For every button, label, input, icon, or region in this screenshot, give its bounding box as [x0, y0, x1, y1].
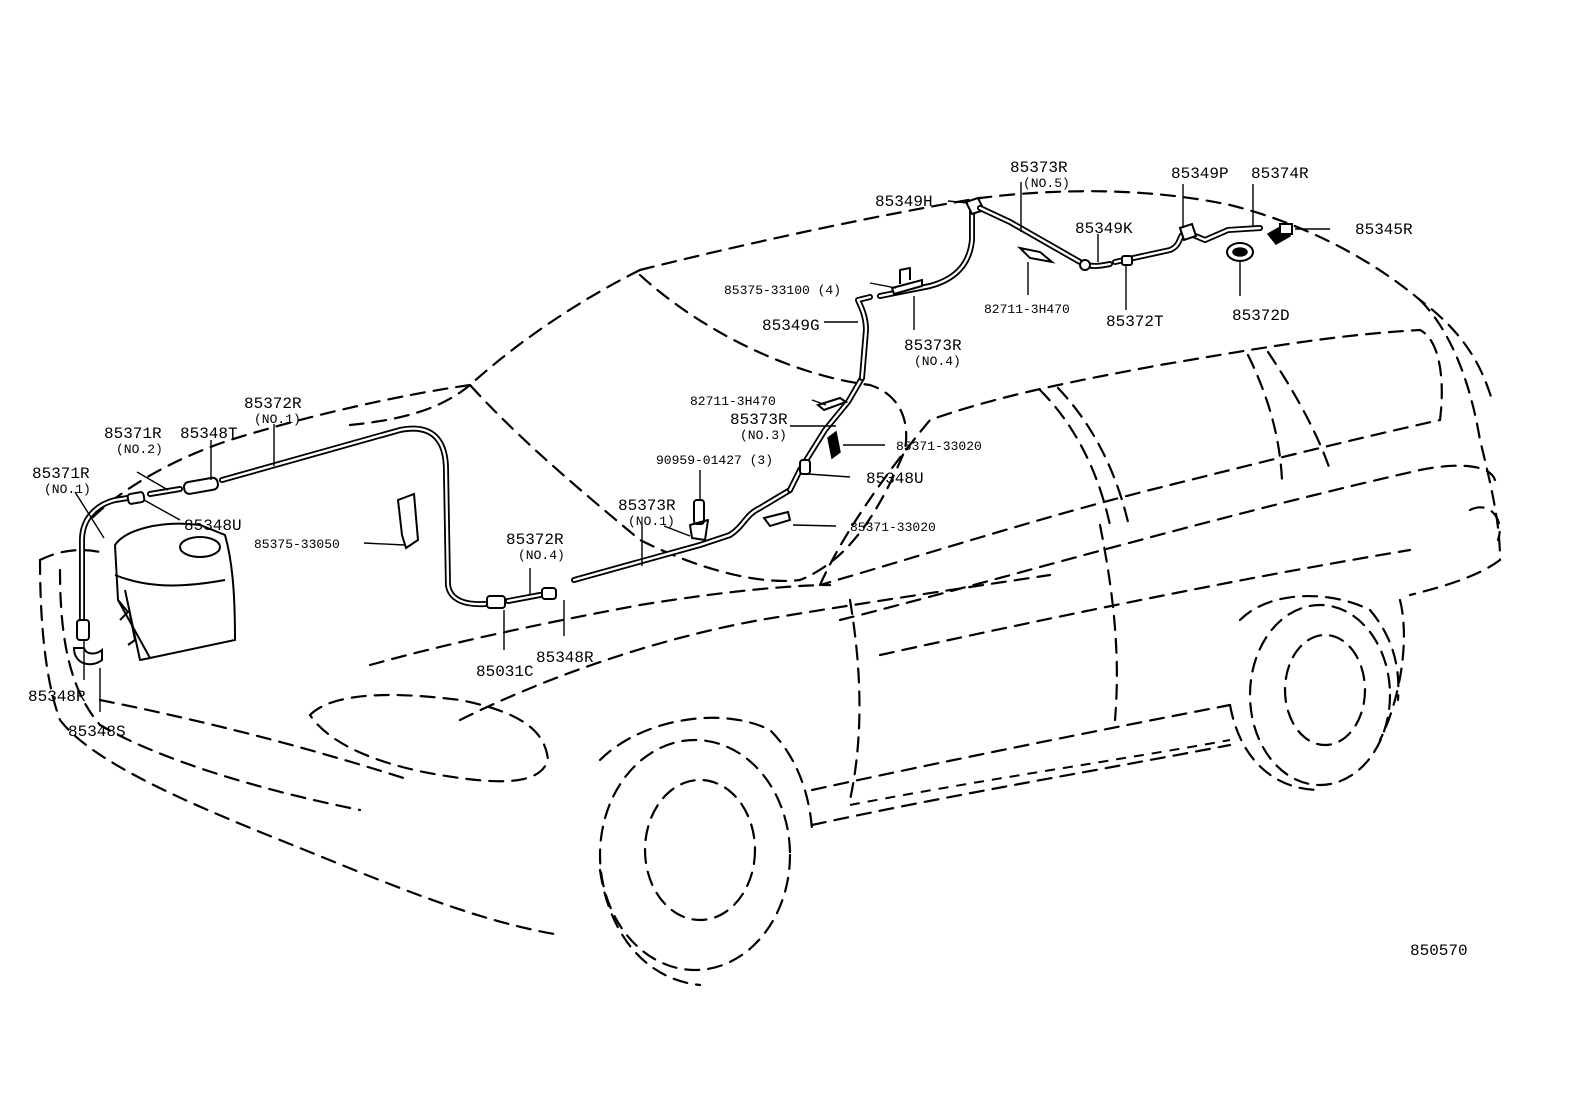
label-85371R-no2-sub: (NO.2) — [116, 442, 163, 457]
label-85371R-no2: 85371R — [104, 425, 162, 443]
label-90959-01427: 90959-01427 (3) — [656, 453, 773, 468]
label-85372R-no4: 85372R — [506, 531, 564, 549]
vehicle-outline — [38, 190, 1502, 987]
label-85372D: 85372D — [1232, 307, 1290, 325]
label-85372R-no4-sub: (NO.4) — [518, 548, 565, 563]
leader-lines — [74, 182, 1330, 712]
label-85373R-no3-sub: (NO.3) — [740, 428, 787, 443]
part-labels: 85373R (NO.5) 85349P 85374R 85349H 85349… — [28, 159, 1468, 960]
label-85371-33020-a: 85371-33020 — [896, 439, 982, 454]
label-85371R-no1: 85371R — [32, 465, 90, 483]
label-85348U-right: 85348U — [866, 470, 924, 488]
washer-hoses — [79, 196, 1293, 623]
label-85031C: 85031C — [476, 663, 534, 681]
label-85373R-no4: 85373R — [904, 337, 962, 355]
label-82711-3H470-top: 82711-3H470 — [984, 302, 1070, 317]
label-85373R-no5-sub: (NO.5) — [1023, 176, 1070, 191]
label-85373R-no3: 85373R — [730, 411, 788, 429]
label-85375-33050: 85375-33050 — [254, 537, 340, 552]
label-85372T: 85372T — [1106, 313, 1164, 331]
label-85373R-no1: 85373R — [618, 497, 676, 515]
label-85349K: 85349K — [1075, 220, 1133, 238]
label-85348U-left: 85348U — [184, 517, 242, 535]
label-85373R-no4-sub: (NO.4) — [914, 354, 961, 369]
label-85349H: 85349H — [875, 193, 933, 211]
label-85373R-no5: 85373R — [1010, 159, 1068, 177]
washer-tank — [113, 522, 237, 661]
label-85373R-no1-sub: (NO.1) — [628, 514, 675, 529]
label-85371R-no1-sub: (NO.1) — [44, 482, 91, 497]
label-85349G: 85349G — [762, 317, 820, 335]
label-85349P: 85349P — [1171, 165, 1229, 183]
label-85348T: 85348T — [180, 425, 238, 443]
label-85348R-left: 85348R — [28, 688, 86, 706]
diagram-reference-number: 850570 — [1410, 942, 1468, 960]
clips-and-nozzles — [72, 246, 1056, 666]
label-85348S: 85348S — [68, 723, 126, 741]
label-82711-3H470-mid: 82711-3H470 — [690, 394, 776, 409]
label-85372R-no1: 85372R — [244, 395, 302, 413]
label-85345R: 85345R — [1355, 221, 1413, 239]
label-85375-33100: 85375-33100 (4) — [724, 283, 841, 298]
label-85348R-mid: 85348R — [536, 649, 594, 667]
label-85371-33020-b: 85371-33020 — [850, 520, 936, 535]
label-85372R-no1-sub: (NO.1) — [254, 412, 301, 427]
label-85374R: 85374R — [1251, 165, 1309, 183]
